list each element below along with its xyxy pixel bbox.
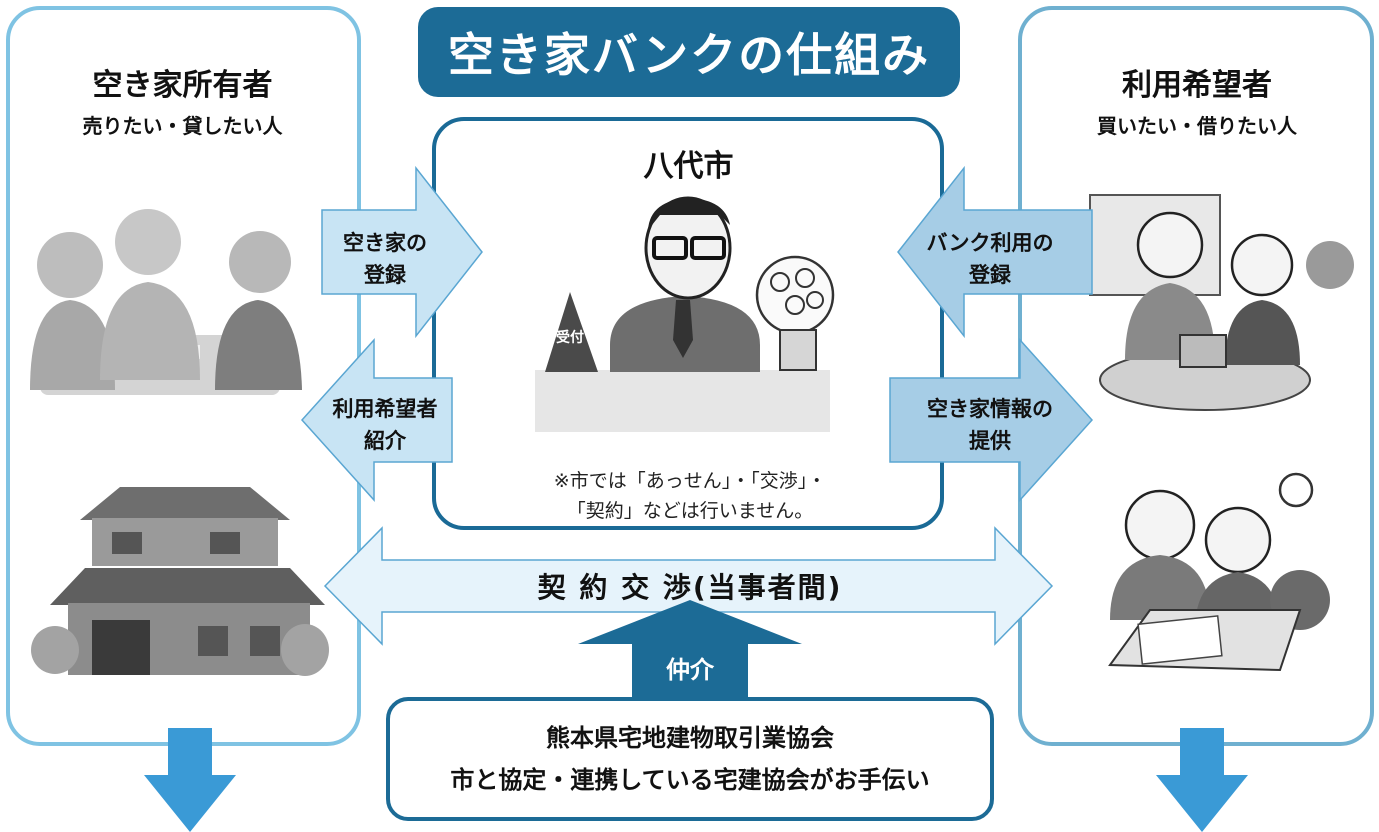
mediation-label: 仲介 [666, 655, 714, 684]
user-introduction-arrow [300, 338, 453, 502]
city-clerk-illustration: 受付 [535, 196, 835, 432]
negotiation-label: 契 約 交 渉(当事者間) [537, 571, 843, 604]
user-introduction-line2: 紹介 [364, 429, 406, 453]
vacant-house-illustration [31, 487, 329, 676]
city-note-line1: ※市では「あっせん」・「交渉」・ [553, 470, 827, 492]
owner-registration-arrow [321, 165, 483, 339]
association-box: 熊本県宅地建物取引業協会 市と協定・連携している宅建協会がお手伝い [386, 697, 994, 821]
user-introduction-label: 利用希望者 紹介 [318, 393, 452, 457]
vacant-info-arrow [889, 338, 1094, 502]
owner-registration-line2: 登録 [364, 263, 406, 287]
reception-sign-text: 受付 [556, 329, 584, 346]
owner-subtitle: 売りたい・貸したい人 [82, 114, 283, 138]
user-title: 利用希望者 [1122, 68, 1272, 103]
owners-illustration [30, 209, 302, 395]
owner-registration-label: 空き家の 登録 [318, 227, 452, 291]
owner-registration-line1: 空き家の [343, 231, 427, 255]
vacant-info-line2: 提供 [969, 429, 1011, 453]
vacant-info-line1: 空き家情報の [927, 397, 1053, 421]
bank-registration-line2: 登録 [969, 263, 1011, 287]
vacant-info-label: 空き家情報の 提供 [905, 393, 1075, 457]
owner-title: 空き家所有者 [92, 68, 273, 103]
contract-signing-illustration [1108, 472, 1330, 672]
user-outgoing-arrow [1156, 728, 1248, 832]
user-introduction-line1: 利用希望者 [332, 397, 438, 421]
city-note: ※市では「あっせん」・「交渉」・ 「契約」などは行いません。 [470, 466, 910, 526]
mediation-arrow [578, 600, 802, 698]
city-note-line2: 「契約」などは行いません。 [566, 500, 814, 522]
association-description: 市と協定・連携している宅建協会がお手伝い [450, 766, 930, 794]
page-title: 空き家バンクの仕組み [418, 7, 960, 97]
association-name: 熊本県宅地建物取引業協会 [546, 724, 834, 752]
user-subtitle: 買いたい・借りたい人 [1097, 114, 1297, 138]
bank-registration-line1: バンク利用の [926, 231, 1054, 255]
bank-registration-label: バンク利用の 登録 [905, 227, 1075, 291]
negotiation-arrow [323, 526, 1054, 646]
city-title: 八代市 [643, 149, 734, 184]
owner-outgoing-arrow [144, 728, 236, 832]
users-illustration [1089, 194, 1354, 411]
bank-registration-arrow [897, 165, 1093, 339]
